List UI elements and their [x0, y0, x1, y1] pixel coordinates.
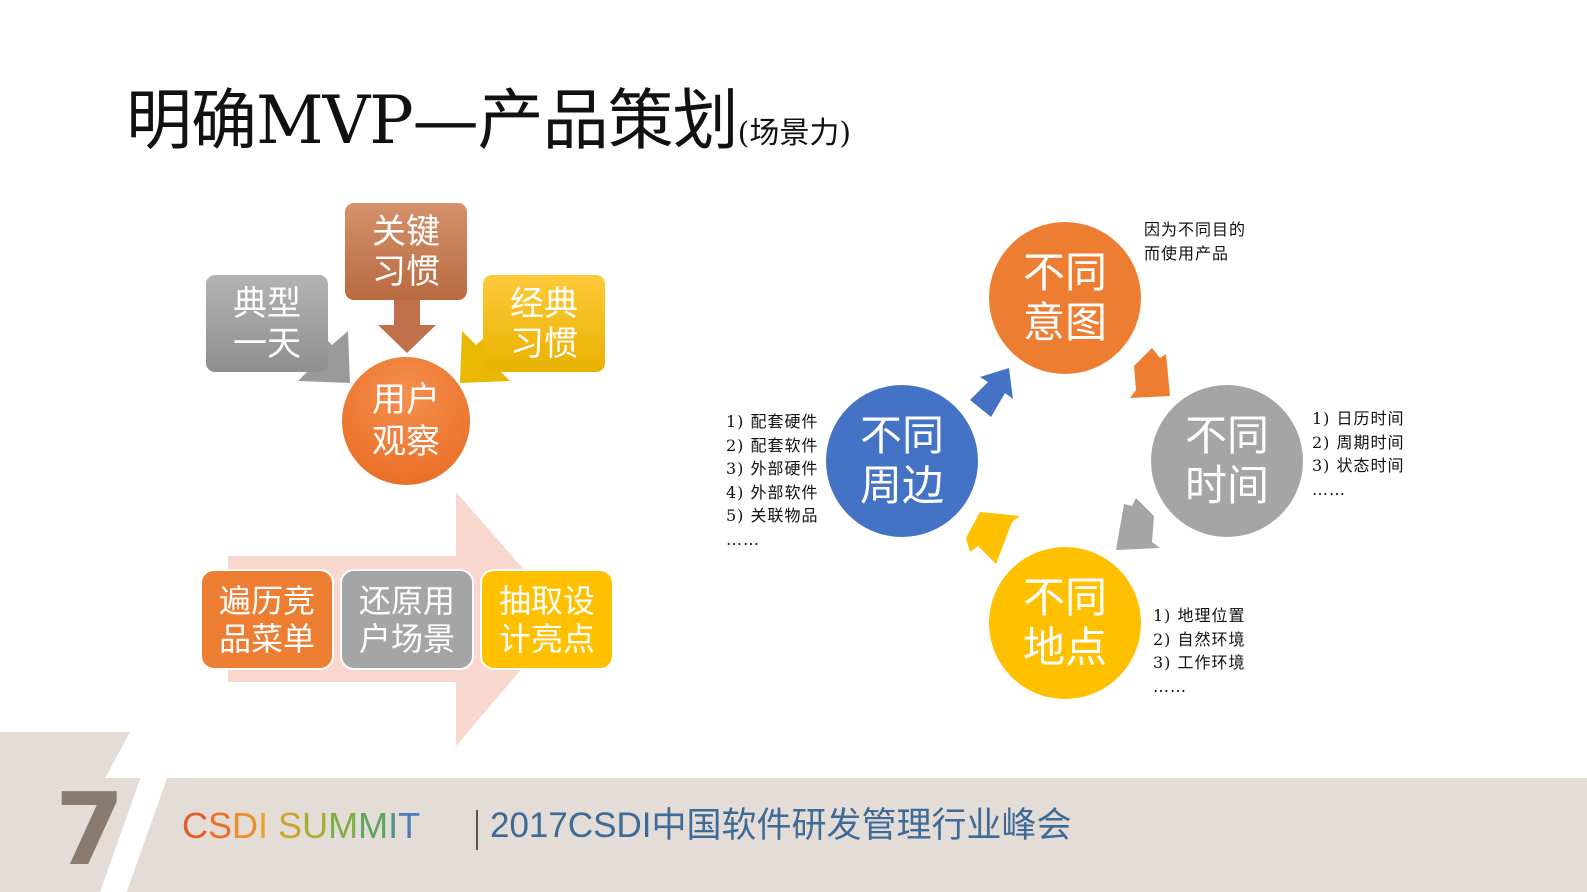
typical-day-box: 典型一天: [206, 275, 328, 372]
brand-letter: I: [388, 805, 399, 846]
brand-letter: M: [358, 805, 389, 846]
time-notes: 1) 日历时间 2) 周期时间 3) 状态时间 ……: [1312, 407, 1405, 501]
note-line: ……: [726, 529, 760, 549]
circle-label: 不同意图: [1022, 248, 1107, 347]
step-traverse-competitor-menus: 遍历竞品菜单: [200, 569, 334, 670]
brand-letter: S: [278, 805, 303, 846]
brand-letter: U: [302, 805, 329, 846]
user-observation-label: 用户观察: [371, 380, 440, 462]
note-line: 3) 状态时间: [1312, 456, 1405, 475]
photo-mosaic-seven-logo: 7: [55, 771, 125, 888]
place-notes: 1) 地理位置 2) 自然环境 3) 工作环境 ……: [1153, 604, 1246, 698]
circle-different-intent: 不同意图: [989, 222, 1141, 374]
typical-day-label: 典型一天: [232, 283, 301, 364]
brand-letter: [268, 805, 278, 846]
brand-letter: S: [208, 805, 233, 846]
note-line: ……: [1312, 479, 1346, 499]
step-extract-design-highlights: 抽取设计亮点: [480, 569, 614, 670]
event-name: 2017CSDI中国软件研发管理行业峰会: [490, 806, 1072, 845]
note-line: 2) 配套软件: [726, 435, 819, 455]
classic-habit-label: 经典习惯: [509, 283, 578, 364]
note-line: 1) 日历时间: [1312, 409, 1405, 428]
circle-different-place: 不同地点: [989, 547, 1141, 699]
step-restore-user-scene: 还原用户场景: [340, 569, 474, 670]
step-label: 还原用户场景: [358, 581, 455, 658]
title-main: 明确MVP—产品策划: [126, 82, 739, 159]
step-label: 遍历竞品菜单: [218, 581, 315, 658]
title-subtitle: (场景力): [737, 116, 852, 151]
note-line: 3) 工作环境: [1153, 653, 1246, 672]
key-habit-label: 关键习惯: [371, 211, 440, 292]
circle-label: 不同时间: [1184, 411, 1269, 510]
brand-letter: I: [258, 805, 269, 846]
circle-label: 不同地点: [1022, 573, 1107, 672]
user-observation-circle: 用户观察: [342, 357, 470, 485]
brand-letter: T: [398, 805, 421, 846]
brand-letter: M: [328, 805, 359, 846]
surroundings-notes: 1) 配套硬件 2) 配套软件 3) 外部硬件 4) 外部软件 5) 关联物品 …: [726, 410, 819, 551]
classic-habit-box: 经典习惯: [483, 275, 605, 372]
circle-label: 不同周边: [859, 411, 944, 510]
note-line: ……: [1153, 676, 1187, 696]
brand-divider: [476, 810, 478, 850]
brand-letter: D: [232, 805, 259, 846]
csdi-summit-logo: CSDI SUMMIT: [182, 808, 420, 844]
footer-band: [0, 778, 1587, 892]
note-line: 4) 外部软件: [726, 482, 819, 502]
slide-title: 明确MVP—产品策划(场景力): [126, 88, 851, 154]
intent-notes: 因为不同目的 而使用产品: [1144, 218, 1246, 265]
note-line: 2) 自然环境: [1153, 629, 1246, 649]
note-line: 而使用产品: [1144, 243, 1230, 263]
key-habit-box: 关键习惯: [345, 203, 467, 300]
note-line: 1) 地理位置: [1153, 606, 1246, 625]
circle-different-surroundings: 不同周边: [826, 385, 978, 537]
note-line: 因为不同目的: [1144, 220, 1247, 239]
brand-letter: C: [182, 805, 208, 846]
circle-different-time: 不同时间: [1151, 385, 1303, 537]
note-line: 2) 周期时间: [1312, 432, 1405, 452]
step-label: 抽取设计亮点: [498, 581, 595, 658]
note-line: 5) 关联物品: [726, 506, 819, 525]
note-line: 1) 配套硬件: [726, 412, 819, 431]
note-line: 3) 外部硬件: [726, 459, 819, 478]
cycle-arrows-icon: [966, 348, 1170, 564]
